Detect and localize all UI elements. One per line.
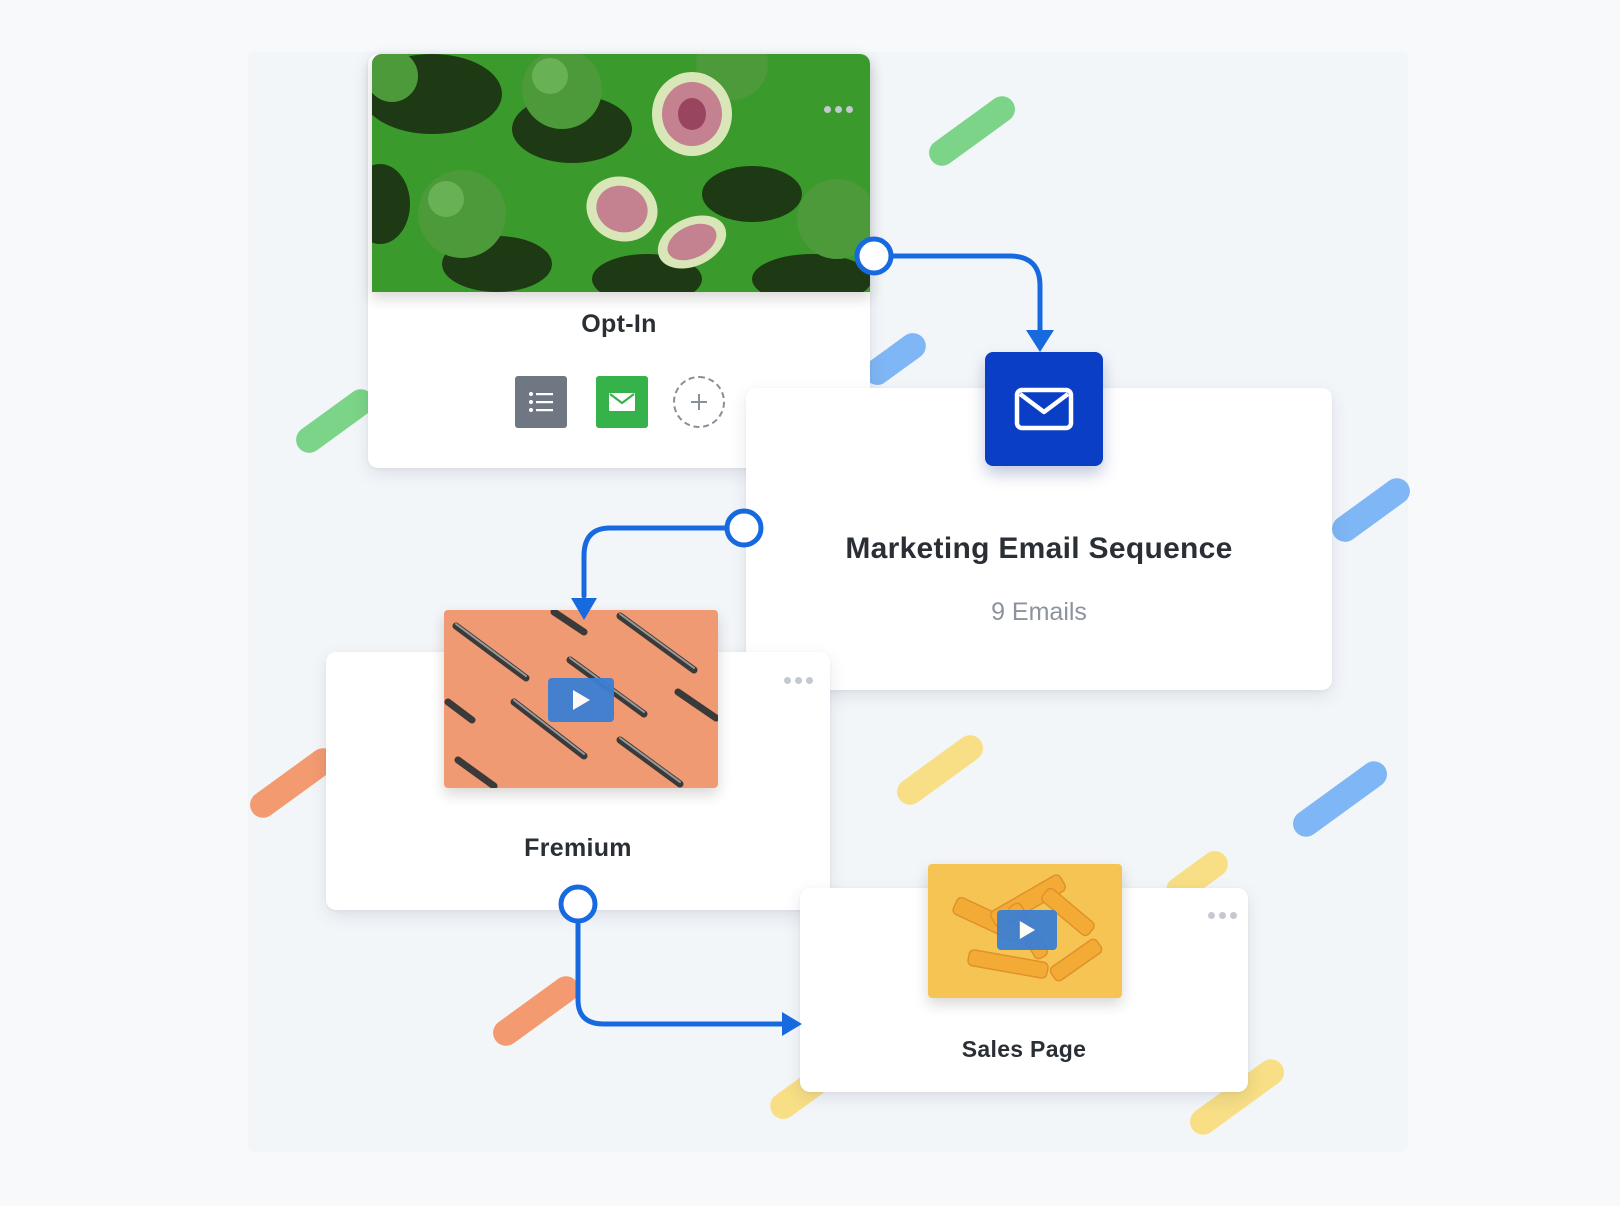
play-icon[interactable] xyxy=(548,678,614,722)
opt-in-thumbnail xyxy=(372,54,870,292)
list-icon[interactable] xyxy=(515,376,567,428)
node-card-opt-in[interactable]: Opt-In xyxy=(368,54,870,468)
email-count: 9 Emails xyxy=(991,598,1087,626)
node-title: Marketing Email Sequence xyxy=(845,532,1233,565)
envelope-icon[interactable] xyxy=(985,352,1103,466)
arrowhead xyxy=(782,1012,802,1036)
output-port xyxy=(558,884,598,924)
connector-email-to-fremium xyxy=(581,525,729,599)
play-icon[interactable] xyxy=(997,910,1057,950)
more-horizontal-icon[interactable] xyxy=(1208,912,1237,919)
output-port xyxy=(724,508,764,548)
envelope-icon[interactable] xyxy=(596,376,648,428)
node-title: Opt-In xyxy=(581,310,657,338)
more-horizontal-icon[interactable] xyxy=(824,106,853,113)
connector-fremium-to-sales xyxy=(575,901,787,1027)
output-port xyxy=(854,236,894,276)
arrowhead xyxy=(1026,330,1054,352)
node-card-marketing-email-sequence[interactable]: Marketing Email Sequence 9 Emails xyxy=(746,388,1332,690)
node-title: Fremium xyxy=(524,834,632,862)
arrowhead xyxy=(571,598,597,620)
fig-photo xyxy=(372,54,870,292)
connector-optin-to-email xyxy=(871,253,1043,335)
node-title: Sales Page xyxy=(961,1036,1087,1062)
more-horizontal-icon[interactable] xyxy=(784,677,813,684)
plus-circle-icon[interactable] xyxy=(673,376,725,428)
